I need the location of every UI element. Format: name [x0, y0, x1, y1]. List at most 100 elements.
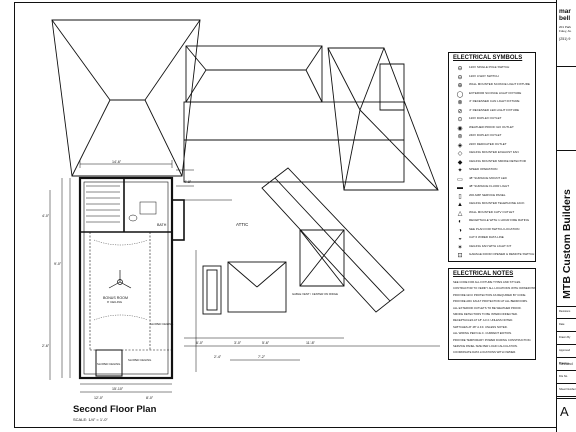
tb-divider: [557, 344, 576, 345]
note-line: SWITCHES AT 48" A.F.F. UNLESS NOTED.: [453, 325, 508, 329]
legend-item-label: 120V SINGLE POLE SWITCH: [469, 66, 510, 69]
legend-symbol-icon: ⊗: [457, 100, 463, 106]
electrical-notes: ELECTRICAL NOTES SEE CODE FOR ALL FIXTUR…: [448, 268, 536, 360]
floor-plan-walls: [78, 176, 174, 380]
legend-item-label: SEE PLAN FOR SWITCH LOCATION: [469, 227, 520, 231]
sheet-label: Second: [559, 361, 573, 366]
electrical-symbols-legend: ELECTRICAL SYMBOLS ⊖120V SINGLE POLE SWI…: [448, 52, 536, 262]
legend-symbol-icon: ⊕: [457, 83, 463, 89]
legend-item: △ WALL MOUNTED CATV OUTLET: [451, 210, 535, 219]
note-line: ALL EXTERIOR OUTLETS TO BE WEATHER PROOF…: [453, 306, 522, 310]
legend-item-label: WALL MOUNTED SCONCE LIGHT FIXTURE: [469, 83, 530, 86]
legend-symbol-icon: ◇: [457, 151, 463, 157]
sloped-ceiling-label-2: SLOPED CEILING: [97, 362, 121, 366]
dim-bottom-9: 12'-0": [94, 396, 104, 400]
bonus-room-label: BONUS ROOM: [103, 296, 128, 300]
title-block-field-label: Revisions: [559, 310, 571, 313]
legend-item-label: 120V 3-WAY SWITCH: [469, 74, 499, 78]
legend-item: ⊘4" RECESSED LED LIGHT FIXTURE: [451, 108, 535, 117]
dim-stair: 4'-8": [184, 180, 192, 184]
legend-item-label: 120V DUPLEX OUTLET: [469, 117, 502, 120]
bath-label: BATH: [157, 223, 167, 227]
tb-divider: [557, 398, 576, 399]
note-line: SMOKE DETECTORS TO BE INTERCONNECTED.: [453, 313, 518, 316]
tb-divider: [557, 331, 576, 332]
legend-item: ✦SPEED OPERATION: [451, 167, 535, 176]
legend-item: ▬ 48" SURFACE FLUOR LIGHT: [451, 184, 535, 193]
legend-item-label: CEILING FAN WITH LIGHT KIT: [469, 244, 512, 248]
legend-item: ▭ 48" SURFACE MOUNT LED: [451, 176, 535, 185]
legend-symbol-icon: ✦: [457, 168, 463, 174]
note-line: PROVIDE TEMPORARY POWER DURING CONSTRUCT…: [453, 338, 532, 342]
legend-item: ◇ CEILING MOUNTED EXHAUST FAN: [451, 150, 535, 159]
title-block-field-label: Sheet Number: [559, 388, 576, 391]
legend-symbol-icon: ⊖: [457, 74, 463, 81]
note-line: ALL WIRING PER N.E.C. CURRENT EDITION.: [453, 332, 512, 336]
legend-item-label: 220V DEDICATED OUTLET: [469, 142, 507, 146]
tb-divider: [557, 370, 576, 371]
legend-item-label: 48" SURFACE MOUNT LED: [469, 176, 507, 180]
company-logo: mar bell: [559, 8, 571, 22]
company-phone: (251) 9: [559, 37, 571, 41]
dim-bottom-2: 6'-0": [196, 341, 204, 345]
legend-symbol-icon: ◈: [457, 142, 463, 149]
legend-symbol-icon: ▲: [457, 202, 463, 208]
legend-item: ⊡GARAGE DOOR OPENER & REMOTE SWITCH: [451, 252, 535, 261]
legend-item-label: CEILING MOUNTED TELEPHONE JACK: [469, 202, 525, 205]
legend-symbol-icon: ◯: [456, 91, 464, 98]
legend-item-label: WALL MOUNTED CATV OUTLET: [469, 210, 515, 214]
legend-symbol-icon: ⊚: [457, 134, 463, 140]
legend-item: ◑ SEE PLAN FOR SWITCH LOCATION: [451, 227, 535, 236]
legend-symbol-icon: ▭: [457, 176, 463, 183]
legend-item-label: 200 AMP SERVICE PANEL: [469, 193, 506, 197]
sheet-border: [14, 2, 556, 428]
legend-symbol-icon: ✶: [457, 244, 463, 251]
dim-top: 14'-6": [112, 160, 122, 164]
address-line-2: Foley, AL: [559, 29, 572, 33]
note-line: PROVIDE GFCI PROTECTION AS REQUIRED BY C…: [453, 293, 527, 297]
legend-item: ▯200 AMP SERVICE PANEL: [451, 193, 535, 202]
tb-divider: [557, 357, 576, 358]
tb-divider: [557, 306, 576, 307]
dim-bottom-7: 7'-2": [258, 355, 266, 359]
legend-item-label: 48" SURFACE FLUOR LIGHT: [469, 185, 510, 188]
legend-item: ⊖120V SINGLE POLE SWITCH: [451, 65, 535, 74]
roof-left-outline: [51, 19, 201, 177]
legend-item-label: CEILING MOUNTED EXHAUST FAN: [469, 151, 519, 154]
title-block-field-label: File No.: [559, 375, 568, 378]
tb-divider: [557, 66, 576, 67]
legend-item-label: RECEPTACLE WITH 1 HOUR FIRE RATING: [469, 219, 530, 222]
legend-item-label: CAT 6 WIRED DATA LINE: [469, 236, 504, 239]
legend-symbol-icon: ◒: [458, 236, 462, 242]
legend-item-label: CEILING MOUNTED SMOKE DETECTOR: [469, 159, 526, 163]
title-block-field-label: Drawing: [559, 362, 569, 365]
bonus-room-ceiling-label: 9' CEILING: [107, 300, 123, 304]
sloped-ceiling-label-1: SLOPED CEILING: [150, 322, 174, 326]
legend-symbol-icon: △: [457, 210, 463, 217]
legend-title: ELECTRICAL SYMBOLS: [453, 55, 523, 61]
legend-symbol-icon: ◑: [458, 227, 462, 234]
note-line: PROVIDE ARC FAULT PROTECTION AT ALL BEDR…: [453, 300, 528, 304]
title-block-field-label: Drawn By: [559, 336, 571, 339]
note-line: RECEPTACLES AT 18" A.F.F. UNLESS NOTED.: [453, 319, 514, 323]
legend-item: ◒ CAT 6 WIRED DATA LINE: [451, 235, 535, 244]
legend-symbol-icon: ⊡: [457, 253, 463, 259]
legend-symbol-icon: ▬: [457, 185, 463, 191]
title-block-field-label: Date: [559, 323, 565, 326]
legend-item: ⊙120V DUPLEX OUTLET: [451, 116, 535, 125]
legend-item-label: 4" RECESSED LED LIGHT FIXTURE: [469, 108, 520, 112]
tb-divider: [557, 318, 576, 319]
notes-title: ELECTRICAL NOTES: [453, 271, 514, 277]
dim-left-2: 4'-0": [42, 214, 50, 218]
legend-item: ◯EXTERIOR SCONCE LIGHT FIXTURE: [451, 91, 535, 100]
note-line: COORDINATE DATA LOCATIONS WITH OWNER.: [453, 351, 517, 355]
legend-item-label: 240V DUPLEX OUTLET: [469, 134, 502, 137]
legend-item: ✶ CEILING FAN WITH LIGHT KIT: [451, 244, 535, 253]
company-line-1: mar: [559, 8, 571, 15]
address-line-1: 201 Park: [559, 25, 572, 29]
note-line: SERVICE PANEL SIZE PER LOAD CALCULATION.: [453, 345, 518, 348]
dim-bottom-5: 11'-8": [306, 341, 315, 345]
legend-symbol-icon: ◐: [458, 219, 462, 225]
